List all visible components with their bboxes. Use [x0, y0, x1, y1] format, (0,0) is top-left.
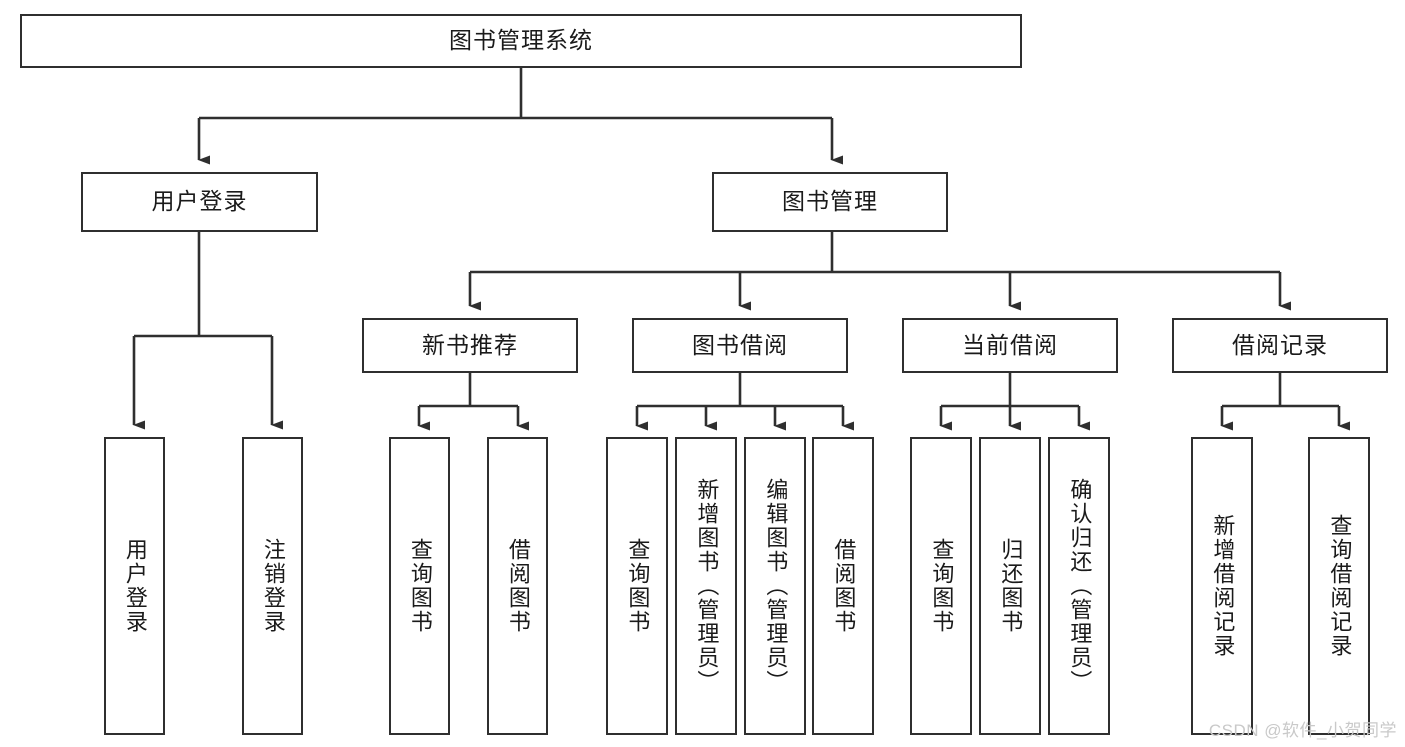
leaf-borrow-borrow-book[interactable]: 借阅图书 — [812, 437, 874, 735]
node-current-borrow[interactable]: 当前借阅 — [902, 318, 1118, 373]
csdn-watermark: CSDN @软件_小贺同学 — [1208, 721, 1397, 740]
leaf-borrow-query-book[interactable]: 查询图书 — [606, 437, 668, 735]
leaf-record-add-record[interactable]: 新增借阅记录 — [1191, 437, 1253, 735]
node-label: 借阅图书 — [505, 538, 531, 634]
node-label: 图书管理 — [782, 188, 878, 215]
node-new-book-recommend[interactable]: 新书推荐 — [362, 318, 578, 373]
node-root-system[interactable]: 图书管理系统 — [20, 14, 1022, 68]
leaf-current-query-book[interactable]: 查询图书 — [910, 437, 972, 735]
node-label: 图书借阅 — [692, 331, 788, 358]
node-label: 新书推荐 — [422, 331, 518, 358]
leaf-borrow-add-book-admin[interactable]: 新增图书（管理员） — [675, 437, 737, 735]
node-label: 借阅图书 — [831, 538, 857, 634]
node-label: 新增图书（管理员） — [694, 478, 720, 694]
leaf-record-query-record[interactable]: 查询借阅记录 — [1308, 437, 1370, 735]
leaf-borrow-edit-book-admin[interactable]: 编辑图书（管理员） — [744, 437, 806, 735]
leaf-current-confirm-return-admin[interactable]: 确认归还（管理员） — [1048, 437, 1110, 735]
node-label: 确认归还（管理员） — [1067, 478, 1093, 694]
node-book-borrow[interactable]: 图书借阅 — [632, 318, 848, 373]
node-label: 注销登录 — [260, 538, 286, 634]
node-label: 查询图书 — [625, 538, 651, 634]
node-user-login[interactable]: 用户登录 — [81, 172, 318, 232]
node-label: 编辑图书（管理员） — [763, 478, 789, 694]
leaf-recommend-borrow-book[interactable]: 借阅图书 — [487, 437, 548, 735]
node-label: 当前借阅 — [962, 331, 1058, 358]
node-label: 图书管理系统 — [449, 27, 593, 54]
node-label: 新增借阅记录 — [1210, 514, 1236, 658]
node-label: 借阅记录 — [1232, 331, 1328, 358]
node-label: 查询图书 — [407, 538, 433, 634]
node-borrow-record[interactable]: 借阅记录 — [1172, 318, 1388, 373]
leaf-current-return-book[interactable]: 归还图书 — [979, 437, 1041, 735]
leaf-recommend-query-book[interactable]: 查询图书 — [389, 437, 450, 735]
node-book-management[interactable]: 图书管理 — [712, 172, 948, 232]
node-label: 查询借阅记录 — [1327, 514, 1353, 658]
node-label: 用户登录 — [151, 188, 248, 215]
node-label: 查询图书 — [929, 538, 955, 634]
leaf-user-login-logout[interactable]: 注销登录 — [242, 437, 303, 735]
node-label: 用户登录 — [122, 538, 148, 634]
leaf-user-login-login[interactable]: 用户登录 — [104, 437, 165, 735]
node-label: 归还图书 — [998, 538, 1024, 634]
